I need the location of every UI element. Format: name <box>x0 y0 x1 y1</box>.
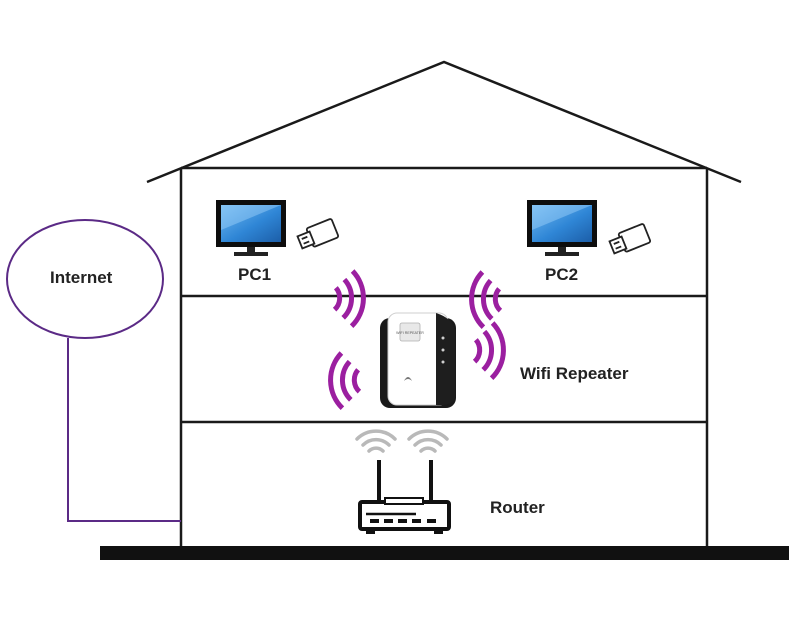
repeater-right-signal-icon <box>472 321 506 380</box>
pc2-signal-icon <box>469 270 503 329</box>
roof <box>146 60 742 184</box>
internet-connection-line <box>67 338 181 522</box>
router-icon <box>358 460 451 534</box>
router-right-signal-icon <box>407 429 449 453</box>
ground-bar <box>100 546 789 560</box>
router-left-signal-icon <box>355 429 397 453</box>
repeater-left-signal-icon <box>328 351 362 410</box>
router-label: Router <box>490 498 545 517</box>
house-outline <box>146 60 742 548</box>
pc1-monitor-icon <box>216 200 286 256</box>
pc1-usb-adapter-icon <box>296 218 340 250</box>
pc1-signal-icon <box>332 269 366 328</box>
pc2-label: PC2 <box>545 265 579 284</box>
internet-label: Internet <box>50 268 113 287</box>
wifi-repeater-icon: WIFI REPEATER <box>380 312 456 408</box>
internet-cloud <box>6 219 164 339</box>
repeater-brand-text: WIFI REPEATER <box>396 331 424 335</box>
pc1-label: PC1 <box>238 265 272 284</box>
wifi-repeater-label: Wifi Repeater <box>520 364 629 383</box>
pc2-monitor-icon <box>527 200 597 256</box>
pc2-usb-adapter-icon <box>608 223 652 255</box>
